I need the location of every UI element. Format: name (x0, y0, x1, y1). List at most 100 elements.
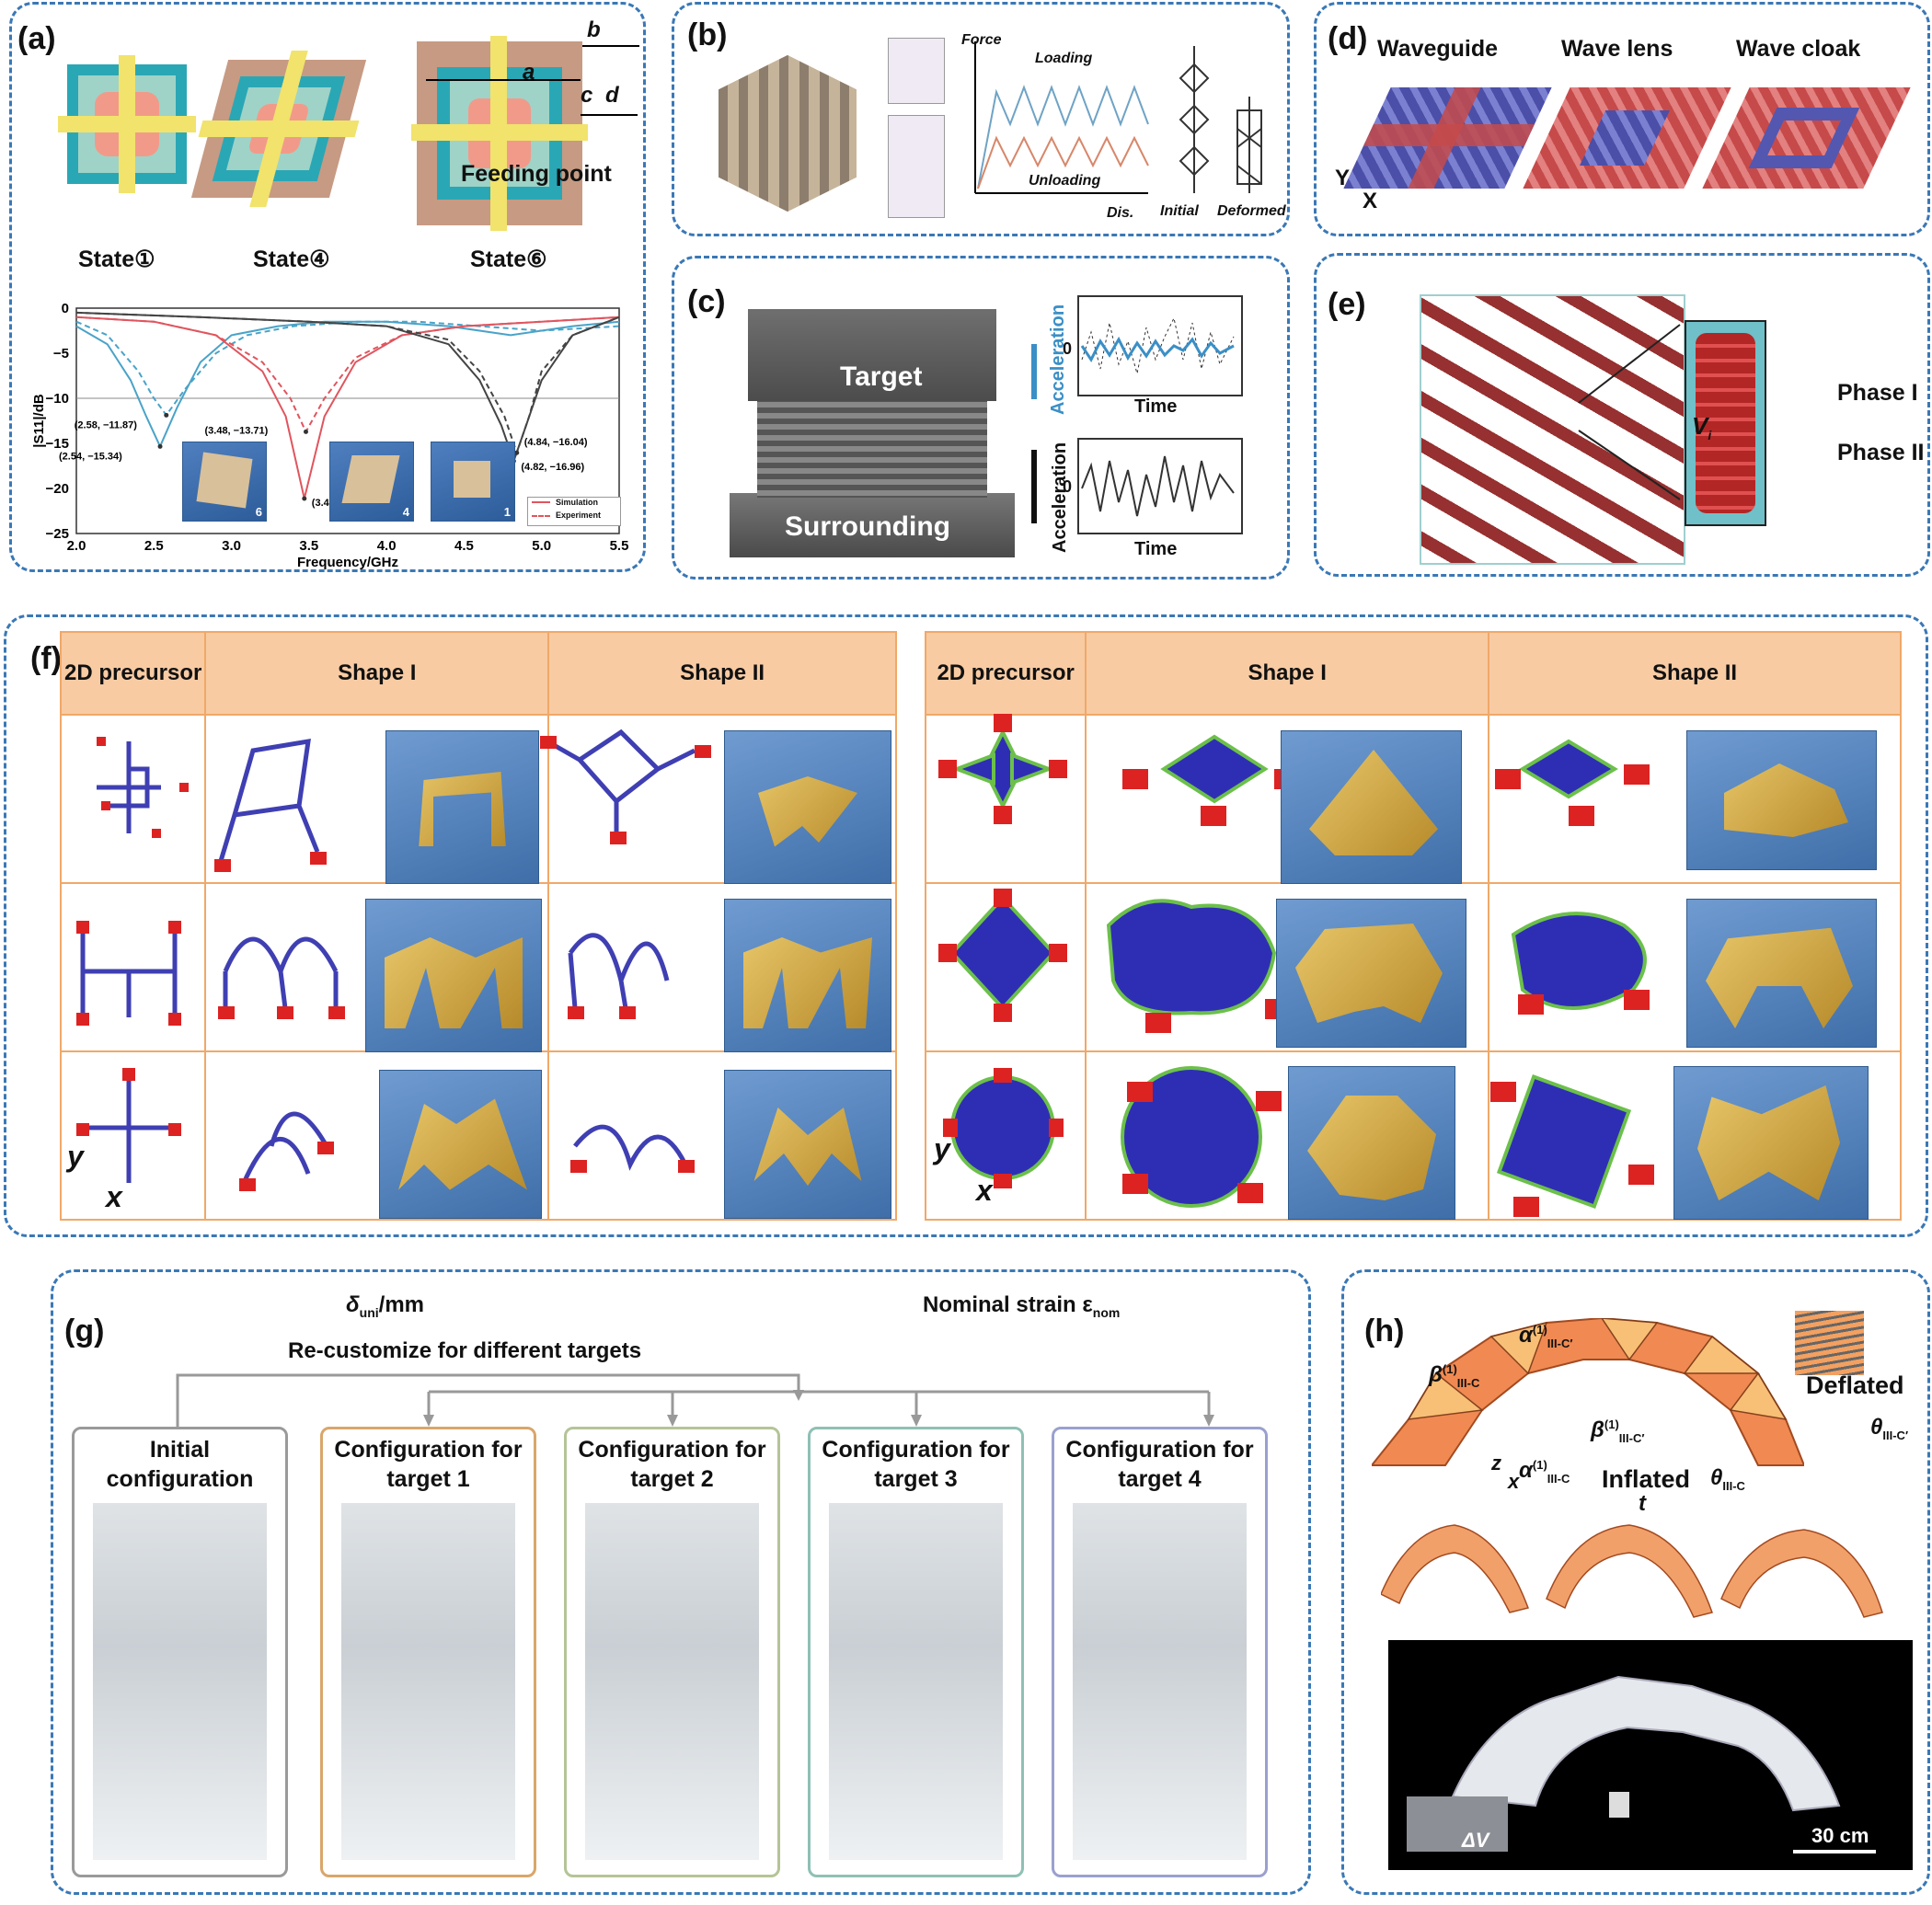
config-target-1-title: Configuration for target 1 (334, 1437, 523, 1492)
acceleration-top-label: Acceleration (1048, 304, 1068, 415)
y-tick-label: −10 (46, 391, 69, 407)
zero-bottom: 0 (1063, 477, 1073, 496)
config-target-2-title: Configuration for target 2 (578, 1437, 766, 1492)
sem-left-r1-s1 (385, 730, 539, 884)
target-block (748, 309, 996, 401)
config-target-4-title: Configuration for target 4 (1065, 1437, 1254, 1492)
alpha-c-label: α(1)III-C (1519, 1458, 1570, 1486)
annotation-marker (302, 496, 307, 501)
x-tick-label: 4.5 (454, 538, 474, 554)
sem-right-r2-s2 (1686, 899, 1877, 1048)
header-2d-precursor-right: 2D precursor (924, 631, 1087, 716)
legend-experiment: Experiment (556, 511, 602, 520)
config-target-2-photo (585, 1503, 759, 1860)
y-tick-label: −20 (46, 481, 69, 497)
state-4-label: State④ (253, 247, 330, 272)
origami-arch (1372, 1318, 1804, 1466)
unit-cell-1 (888, 38, 945, 104)
origami-inflation-sequence (1381, 1524, 1883, 1618)
force-displacement-plot (974, 41, 1149, 194)
config-initial-photo (93, 1503, 267, 1860)
annotation-label: (2.58, −11.87) (75, 419, 138, 430)
surrounding-label: Surrounding (785, 511, 950, 542)
acceleration-bottom-label: Acceleration (1050, 442, 1070, 553)
axis-y-label: Y (1335, 166, 1351, 190)
antenna-state-6 (411, 36, 588, 231)
dim-d: d (605, 83, 619, 108)
spring-columns (757, 396, 987, 498)
sem-right-r3-s1 (1288, 1066, 1455, 1220)
annotation-marker (164, 412, 169, 418)
acc-plot-top (1077, 295, 1243, 396)
axis-y-left: y (67, 1140, 84, 1173)
x-tick-label: 4.0 (377, 538, 397, 554)
panel-label-b: (b) (687, 17, 728, 52)
surrounding-base (730, 493, 1015, 557)
header-shape-2-right: Shape II (1488, 631, 1902, 716)
photo-state-1-tag: 1 (503, 505, 511, 519)
header-shape-2-left: Shape II (547, 631, 897, 716)
time-bottom-label: Time (1134, 539, 1178, 559)
panel-f: (f) 2D precursor Shape I Shape II 2D pre… (4, 614, 1928, 1237)
chart-legend: Simulation Experiment (527, 497, 621, 526)
dim-c: c (581, 83, 593, 108)
force-label: Force (961, 32, 1002, 48)
waveguide-plate (1343, 87, 1552, 189)
delta-v-label: ΔV (1462, 1829, 1489, 1852)
x-tick-label: 2.0 (67, 538, 86, 554)
series-line-0 (75, 320, 620, 449)
sem-right-r1-s1 (1281, 730, 1462, 884)
annotation-marker (514, 450, 520, 455)
axis-x-label: X (1363, 189, 1378, 213)
config-target-2: Configuration for target 2 (564, 1427, 780, 1877)
annotation-label: (2.54, −15.34) (59, 451, 122, 462)
annotation-label: (4.82, −16.96) (521, 462, 584, 473)
phase-2-label: Phase II (1837, 440, 1925, 465)
acc-plot-bottom (1077, 438, 1243, 534)
inflated-label: Inflated (1602, 1465, 1691, 1493)
cell-precursor (59, 714, 207, 884)
unit-cell-2 (888, 115, 945, 218)
state-6-label: State⑥ (470, 247, 547, 272)
photo-state-4-tag: 4 (402, 505, 409, 519)
axis-z-label: z (1491, 1452, 1501, 1475)
panel-a: (a) b a c d Feeding point State① State④ … (9, 2, 646, 572)
x-tick-label: 3.5 (299, 538, 318, 554)
panel-g: (g) δuni/mm Nominal strain εnom Re-custo… (51, 1269, 1311, 1895)
y-tick-label: 0 (62, 301, 69, 316)
config-target-3-photo (829, 1503, 1003, 1860)
beta-c-prime-label: β(1)III-C′ (1591, 1417, 1645, 1445)
theta-c-label: θIII-C (1710, 1465, 1745, 1493)
panel-label-d: (d) (1328, 21, 1368, 56)
scale-label: 30 cm (1811, 1824, 1869, 1847)
panel-c: (c) Target Surrounding Acceleration Acce… (672, 256, 1290, 580)
photo-state-6-tag: 6 (255, 505, 262, 519)
panel-e: (e) Phase I Phase II Vi (1314, 253, 1930, 577)
annotation-marker (157, 443, 163, 449)
x-tick-label: 3.0 (222, 538, 241, 554)
y-tick-label: −5 (53, 346, 69, 361)
state-1-label: State① (78, 247, 155, 272)
theta-c-prime-label: θIII-C′ (1870, 1415, 1909, 1442)
unloading-label: Unloading (1029, 173, 1101, 189)
series-line-3 (75, 316, 620, 434)
axis-x-right: x (976, 1174, 993, 1207)
header-shape-1-right: Shape I (1085, 631, 1490, 716)
annotation-marker (303, 429, 308, 434)
zero-top: 0 (1063, 339, 1073, 358)
y-tick-label: −15 (46, 436, 69, 452)
recustomize-label: Re-customize for different targets (288, 1338, 642, 1363)
delta-uni-label: δuni/mm (346, 1292, 425, 1320)
initial-label: Initial (1160, 203, 1199, 219)
feeding-point-label: Feeding point (461, 161, 612, 187)
annotation-label: (4.84, −16.04) (524, 437, 588, 448)
wave-lens-plate (1523, 87, 1731, 189)
legend-simulation: Simulation (556, 498, 599, 507)
config-target-1: Configuration for target 1 (320, 1427, 536, 1877)
x-axis-label: Frequency/GHz (297, 555, 398, 570)
recustomize-arrows (176, 1373, 1214, 1429)
axis-x-label-h: x (1508, 1470, 1520, 1493)
composite-cube (1420, 294, 1685, 565)
config-target-3: Configuration for target 3 (808, 1427, 1024, 1877)
